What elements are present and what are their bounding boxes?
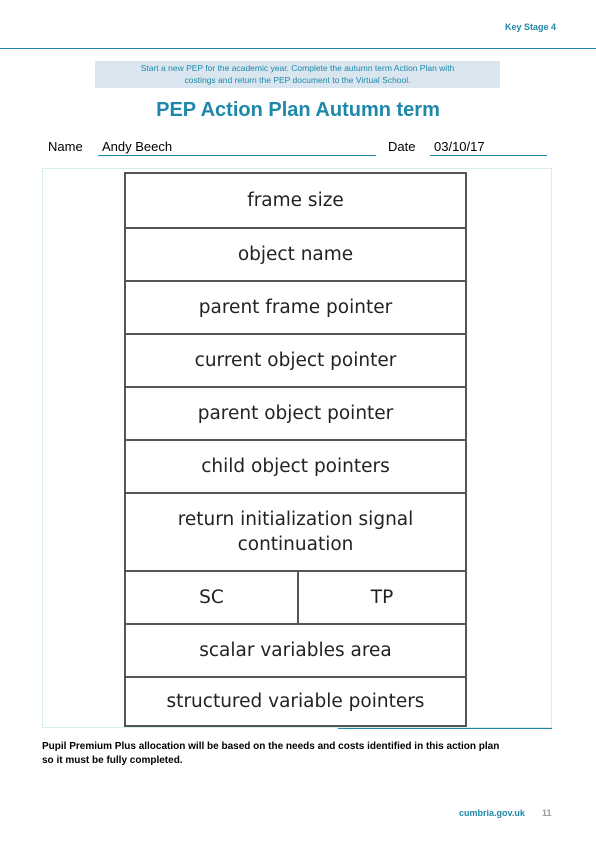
frame-row-parent-object-pointer: parent object pointer (126, 386, 465, 439)
page-title: PEP Action Plan Autumn term (156, 99, 440, 121)
instructions-line-1: Start a new PEP for the academic year. C… (140, 63, 455, 73)
note-line-2: so it must be fully completed. (42, 755, 183, 766)
date-field[interactable]: 03/10/17 (430, 139, 547, 156)
date-label: Date (388, 139, 416, 154)
action-plan-box (42, 168, 552, 728)
name-field[interactable]: Andy Beech (98, 139, 376, 156)
header-rule (0, 48, 596, 49)
frame-row-child-object-pointers: child object pointers (126, 439, 465, 492)
return-line-2: continuation (237, 534, 354, 555)
frame-row-frame-size: frame size (247, 190, 344, 211)
frame-row-object-name: object name (126, 227, 465, 280)
frame-structure-diagram: frame size object name parent frame poin… (124, 172, 467, 727)
frame-row-sc-tp: SC TP (126, 570, 465, 623)
frame-cell-sc: SC (199, 587, 224, 608)
page-number: 11 (542, 808, 552, 818)
return-line-1: return initialization signal (177, 509, 414, 530)
frame-row-structured-variable-pointers: structured variable pointers (126, 676, 465, 725)
note-line-1: Pupil Premium Plus allocation will be ba… (42, 741, 500, 752)
frame-cell-divider (297, 572, 299, 623)
instructions-line-2: costings and return the PEP document to … (184, 75, 411, 85)
instructions-banner: Start a new PEP for the academic year. C… (95, 61, 500, 88)
frame-row-current-object-pointer: current object pointer (126, 333, 465, 386)
frame-cell-tp: TP (370, 587, 394, 608)
frame-row-return-initialization: return initialization signal continuatio… (126, 492, 465, 570)
footer-site-link[interactable]: cumbria.gov.uk (459, 808, 525, 818)
completion-note: Pupil Premium Plus allocation will be ba… (42, 740, 557, 768)
frame-row-scalar-variables: scalar variables area (126, 623, 465, 676)
name-label: Name (48, 139, 83, 154)
action-plan-box-rule (338, 728, 552, 729)
frame-row-parent-frame-pointer: parent frame pointer (126, 280, 465, 333)
key-stage-label: Key Stage 4 (504, 22, 556, 32)
